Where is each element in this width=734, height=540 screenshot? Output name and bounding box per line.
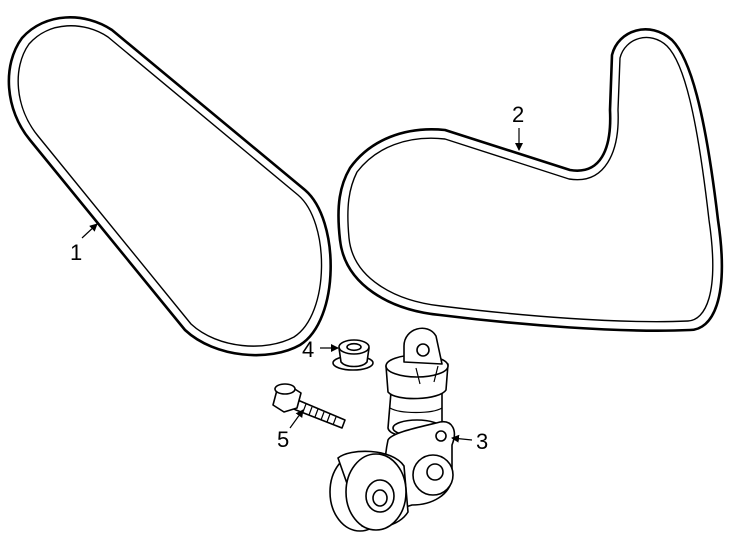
callout-3-arrow — [451, 434, 473, 443]
callout-2-label: 2 — [512, 102, 524, 127]
callout-5-arrow — [289, 409, 304, 429]
belt-tensioner[interactable] — [329, 327, 456, 532]
callout-3-label: 3 — [476, 429, 488, 454]
callout-5-label: 5 — [277, 427, 289, 452]
callout-1-arrow — [81, 223, 98, 239]
callout-4-label: 4 — [302, 337, 314, 362]
flange-nut[interactable] — [332, 339, 374, 371]
callout-1-label: 1 — [70, 240, 82, 265]
serpentine-belt-1[interactable] — [7, 16, 332, 357]
serpentine-belt-2[interactable] — [337, 28, 724, 332]
bolt[interactable] — [272, 383, 346, 429]
